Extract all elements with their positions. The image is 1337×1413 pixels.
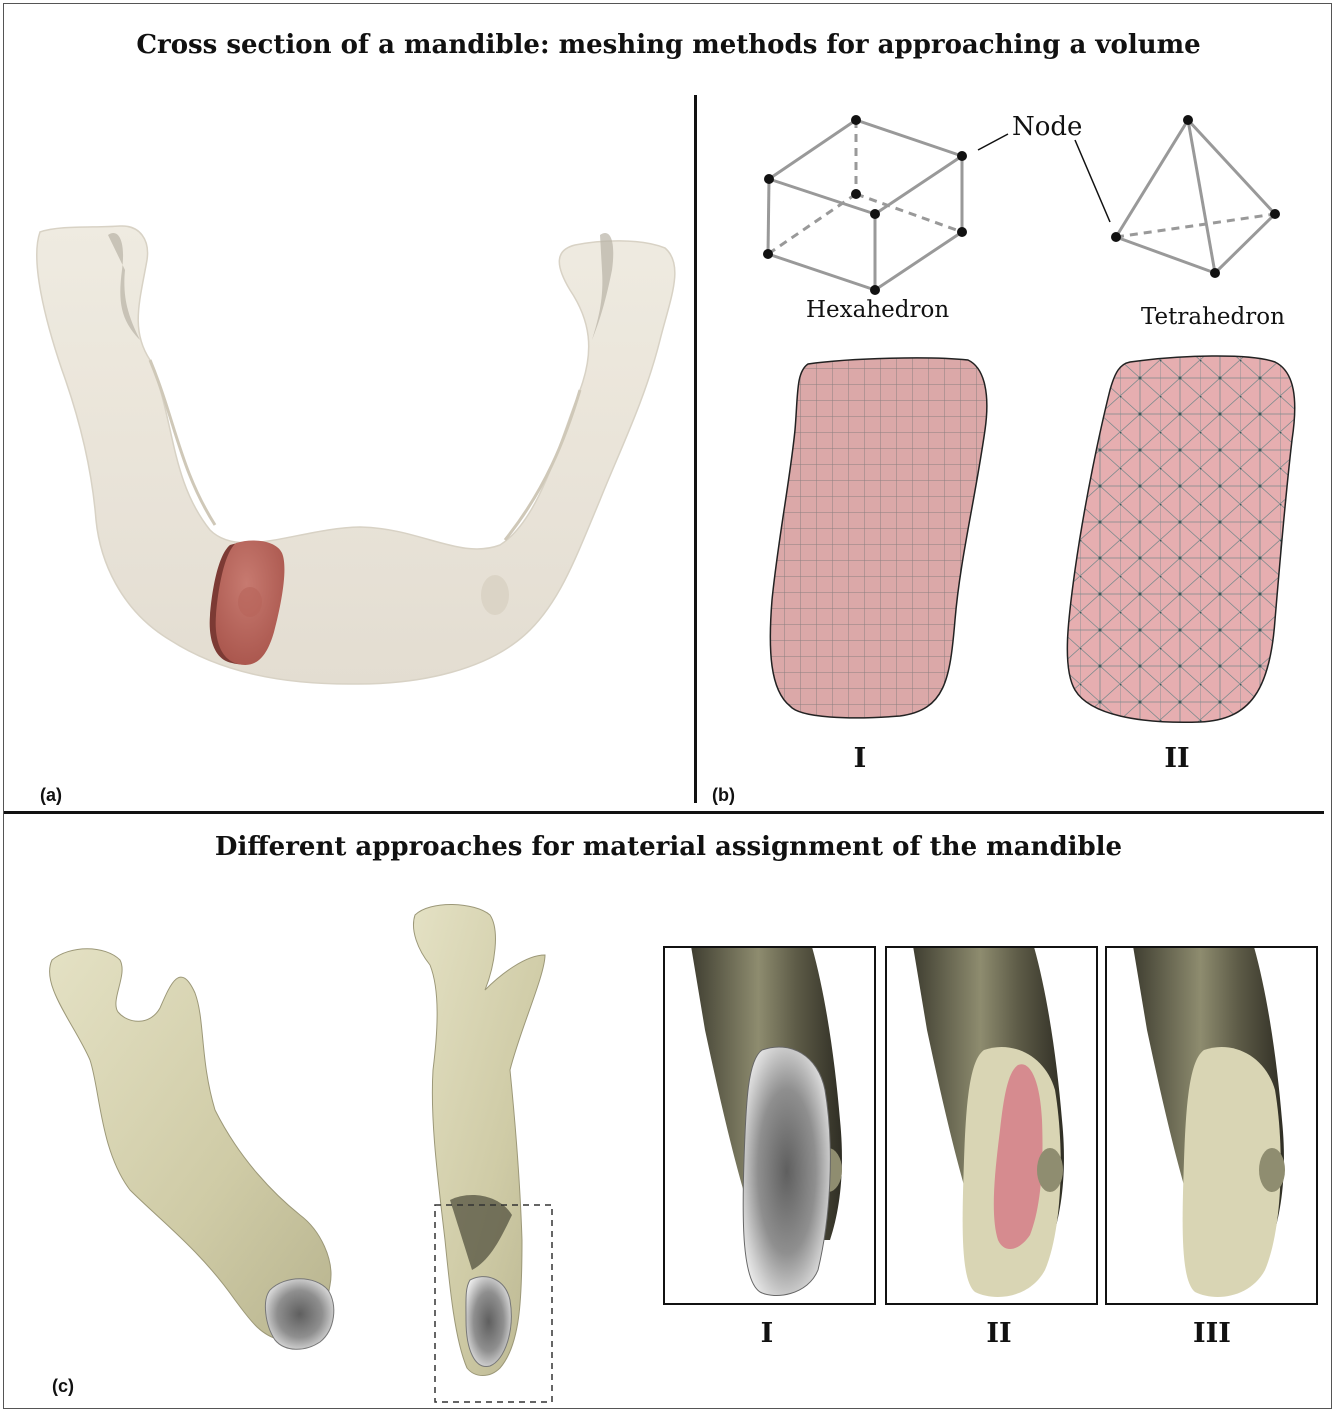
approach-label-1: I: [727, 1318, 807, 1349]
approach-label-2: II: [959, 1318, 1039, 1349]
approach-box-2: [886, 940, 1097, 1304]
half-mandible-frontal: [413, 904, 552, 1402]
panel-c-label: (c): [52, 1376, 74, 1397]
approach-label-3: III: [1172, 1318, 1252, 1349]
approach-box-3: [1106, 940, 1317, 1304]
half-mandible-lateral: [50, 949, 334, 1350]
approach-box-1: [664, 940, 875, 1304]
